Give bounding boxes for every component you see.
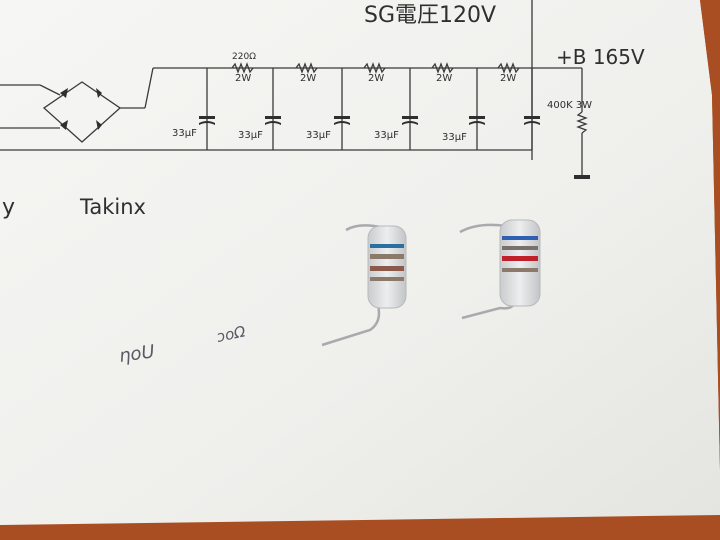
right-resistor — [459, 219, 541, 320]
table-edge-right — [700, 0, 720, 470]
capacitor-icons — [199, 116, 540, 125]
band-1 — [370, 244, 404, 248]
band-3 — [370, 266, 404, 271]
band-3 — [502, 256, 538, 261]
band-4 — [370, 277, 404, 281]
rail-resistor-icons — [231, 62, 520, 74]
band-2 — [370, 254, 404, 259]
bleeder-resistor-icon — [574, 68, 590, 179]
capacitor-branches — [206, 68, 533, 150]
band-1 — [502, 236, 538, 240]
paper-sheet — [0, 0, 720, 525]
band-4 — [502, 268, 538, 272]
bridge-rectifier-icon — [39, 67, 154, 143]
left-resistor — [321, 224, 407, 347]
band-2 — [502, 246, 538, 250]
